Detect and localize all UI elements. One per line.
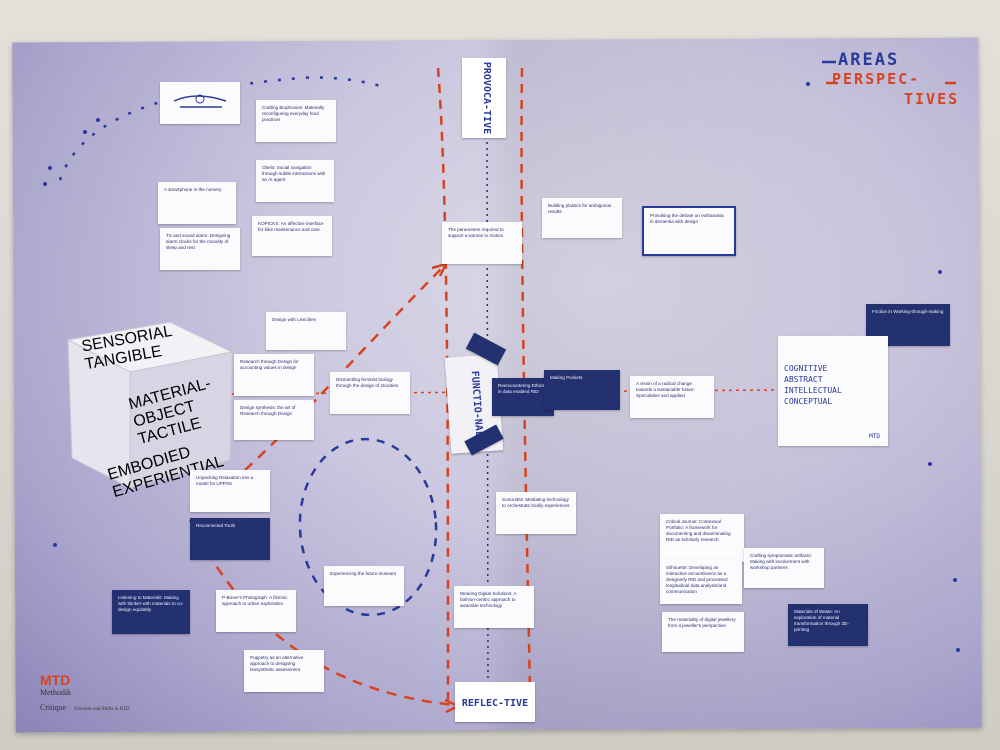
cube-model	[66, 321, 234, 489]
note-card: KOPICKS: An affective interface for bike…	[252, 216, 332, 256]
note-card: Design synthesis: the art of Research th…	[234, 400, 314, 440]
legend-perspectives-line2: TIVES	[904, 90, 960, 108]
logo-line1: Methodik	[40, 688, 72, 697]
note-card: Obelo: Social navigation through subtle …	[256, 160, 334, 202]
note-card-dark: Making Pockets	[544, 370, 620, 410]
note-card: Critical Journal: Contextual Portfolio: …	[660, 514, 744, 562]
board-line: CONCEPTUAL	[784, 397, 833, 406]
poster-logo: MTD Methodik Critique Frictions and Shif…	[40, 672, 129, 715]
note-card: The materiality of digital jewellery fro…	[662, 612, 744, 652]
note-card: The parameters required to support a wom…	[442, 222, 522, 264]
note-card: Crafting Biophonies: Materially reconfig…	[256, 100, 336, 142]
note-card-dark: Materials of Waste: An exploration of ma…	[788, 604, 868, 646]
functional-label-card: FUNCTIO-NAL	[444, 354, 504, 454]
note-card: Crafting symptomatic artifacts: Making w…	[744, 548, 824, 588]
note-card: Soma Bits: Mediating technology to orche…	[496, 492, 576, 534]
note-card: A smartphone in the nursery	[158, 182, 236, 224]
note-card: Experiencing the future museum	[324, 566, 404, 606]
note-card: Building plastics for ambiguous results	[542, 198, 622, 238]
logo-mark: MTD	[40, 672, 71, 688]
note-card: P-Boxer's Photograph: A filmmic approach…	[216, 590, 296, 632]
reflective-label-card: REFLEC-TIVE	[455, 682, 535, 722]
note-card: Provoking the debate on euthanasia in de…	[642, 206, 736, 256]
legend-perspectives-line1: PERSPEC-	[832, 70, 921, 88]
board-line: INTELLECTUAL	[784, 386, 842, 395]
note-card-dark: Reconnected Tools	[190, 518, 270, 560]
board-line: COGNITIVE	[784, 364, 828, 373]
note-card: Wearing Digital Solutions: A fashion-cen…	[454, 586, 534, 628]
provocative-label: PROVOCA-TIVE	[481, 62, 492, 134]
note-card-dark: Listening to Materials: Making with thin…	[112, 590, 190, 634]
note-card: TS and sound alarm: Designing alarm cloc…	[160, 228, 240, 270]
handwritten-board: COGNITIVE ABSTRACT INTELLECTUAL CONCEPTU…	[778, 336, 888, 446]
note-card: Unpacking Relaxation into a model for UP…	[190, 470, 270, 512]
board-signature: MTD	[869, 433, 880, 440]
reflective-label: REFLEC-TIVE	[462, 698, 528, 709]
note-card: Research through Design for accounting v…	[234, 354, 314, 396]
legend-areas: AREAS	[838, 50, 900, 70]
provocative-label-card: PROVOCA-TIVE	[462, 58, 506, 138]
functional-label: FUNCTIO-NAL	[469, 370, 485, 437]
note-card: Dismantling feminist biology through the…	[330, 372, 410, 414]
note-card: Silhouette: Developing an interactive en…	[660, 560, 742, 604]
note-card: Design with Lexicities	[266, 312, 346, 350]
note-card: A vision of a radical change towards a s…	[630, 376, 714, 418]
logo-tagline: Frictions and Shifts in RTD	[74, 707, 130, 712]
logo-line2: Critique	[40, 703, 67, 712]
sketch-card	[160, 82, 240, 124]
note-card-dark: Reencountering Ethics in data enabled Rt…	[492, 378, 554, 416]
note-card: Puppetry as an alternative approach to d…	[244, 650, 324, 692]
board-line: ABSTRACT	[784, 375, 823, 384]
